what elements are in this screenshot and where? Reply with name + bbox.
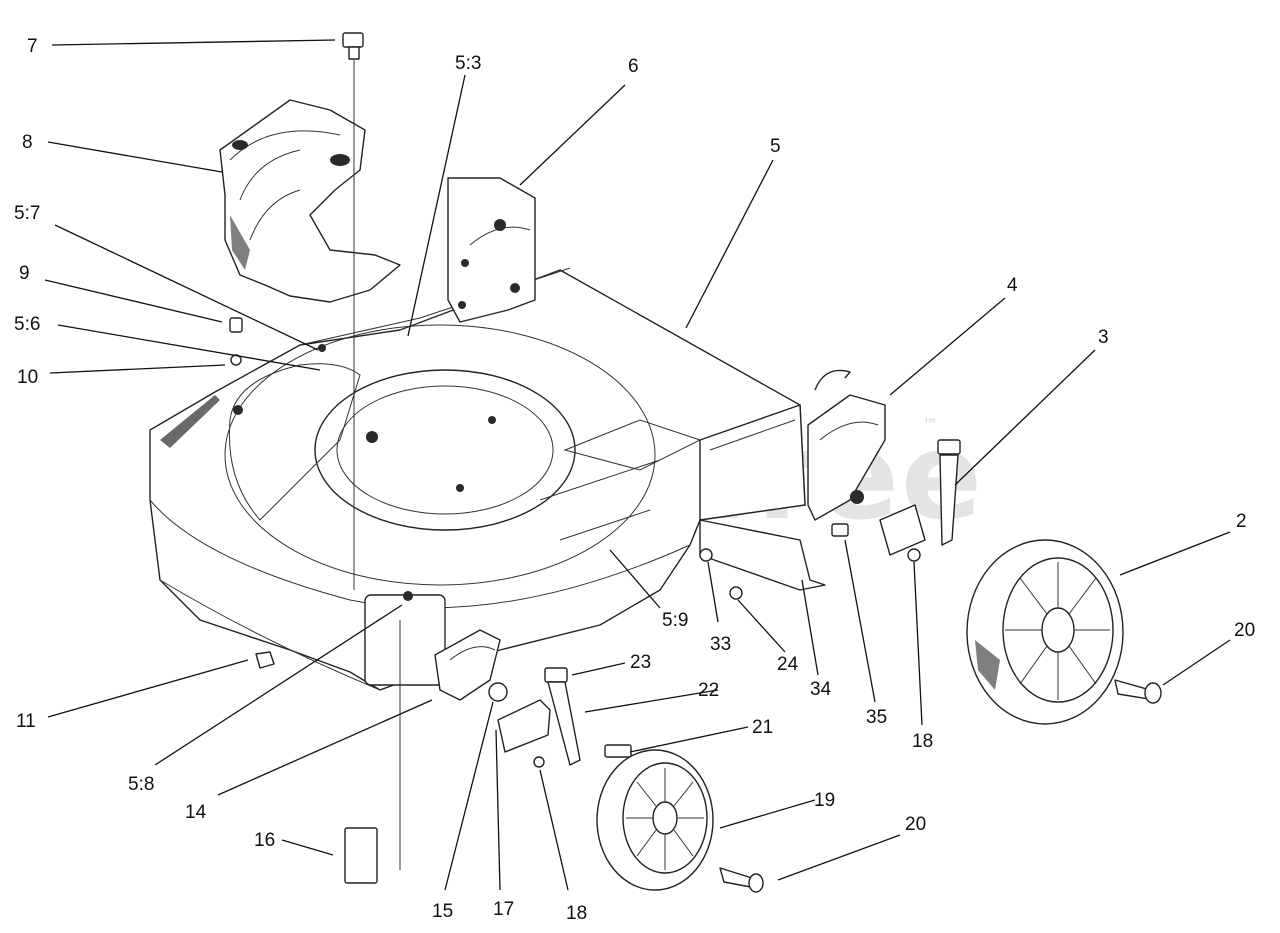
- screw-7[interactable]: [342, 32, 364, 590]
- callout-2: 2: [1236, 511, 1247, 532]
- callout-18a: 18: [912, 731, 933, 752]
- bolt-21[interactable]: [604, 744, 632, 758]
- front-bracket-17[interactable]: [497, 699, 551, 753]
- grass-deflector[interactable]: [219, 99, 401, 303]
- callout-5-3: 5:3: [455, 53, 481, 74]
- front-adjuster-14[interactable]: [434, 629, 508, 702]
- callout-9: 9: [19, 263, 30, 284]
- callout-11: 11: [16, 711, 36, 732]
- adjuster-lever-3[interactable]: [879, 439, 961, 562]
- callout-5-7: 5:7: [14, 203, 40, 224]
- front-lever-22[interactable]: [544, 667, 581, 766]
- washer-18b[interactable]: [533, 756, 545, 768]
- callout-7: 7: [27, 36, 38, 57]
- leader-lines: [44, 39, 1231, 891]
- callout-34: 34: [810, 679, 832, 700]
- callout-20a: 20: [1234, 620, 1255, 641]
- callout-16: 16: [254, 830, 275, 851]
- front-wheel-19[interactable]: [596, 749, 714, 891]
- callout-35: 35: [866, 707, 887, 728]
- callout-33: 33: [710, 634, 731, 655]
- callout-14: 14: [185, 802, 207, 823]
- callout-labels: 7 8 5:7 9 5:6 10 5:3 6 5 4 3 2 20 18 35 …: [14, 36, 1255, 924]
- callout-22: 22: [698, 680, 719, 701]
- adjuster-plate-4[interactable]: [807, 369, 886, 521]
- nuts-33-24[interactable]: [699, 548, 743, 600]
- callout-5-6: 5:6: [14, 314, 40, 335]
- callout-18b: 18: [566, 903, 587, 924]
- rear-wheel-2[interactable]: [966, 539, 1124, 725]
- height-adjuster-6[interactable]: [447, 177, 536, 323]
- axle-bolt-20b[interactable]: [719, 867, 764, 893]
- axle-bolt-20a[interactable]: [1114, 679, 1162, 704]
- callout-3: 3: [1098, 327, 1109, 348]
- callout-5: 5: [770, 136, 781, 157]
- mower-deck[interactable]: [149, 267, 806, 691]
- callout-17: 17: [493, 899, 514, 920]
- callout-24: 24: [777, 654, 799, 675]
- callout-6: 6: [628, 56, 639, 77]
- nut-11[interactable]: [255, 651, 275, 669]
- callout-8: 8: [22, 132, 33, 153]
- bolt-9[interactable]: [229, 317, 243, 366]
- callout-5-9: 5:9: [662, 610, 688, 631]
- bolt-35[interactable]: [831, 523, 849, 537]
- watermark-tm: ™: [922, 415, 938, 434]
- callout-21: 21: [752, 717, 773, 738]
- parts-artwork: [149, 32, 1162, 893]
- callout-4: 4: [1007, 275, 1018, 296]
- callout-20b: 20: [905, 814, 926, 835]
- callout-19: 19: [814, 790, 835, 811]
- bracket-16[interactable]: [344, 620, 401, 884]
- callout-10: 10: [17, 367, 38, 388]
- callout-23: 23: [630, 652, 651, 673]
- callout-5-8: 5:8: [128, 774, 154, 795]
- callout-15: 15: [432, 901, 453, 922]
